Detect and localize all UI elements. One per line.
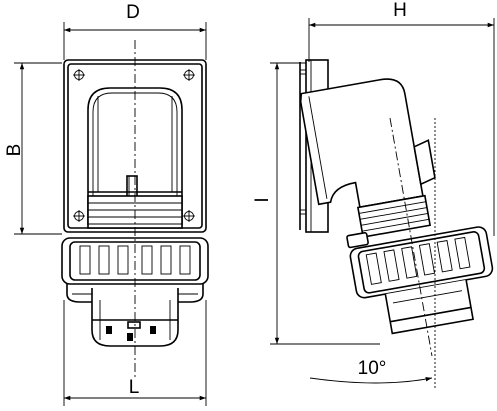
angle-label: 10° bbox=[358, 358, 387, 379]
angle-dimension: 10° bbox=[309, 358, 433, 384]
screw-icon bbox=[73, 69, 85, 81]
angled-housing bbox=[299, 78, 494, 335]
dimension-b: B bbox=[4, 62, 62, 235]
dimension-i: I bbox=[252, 62, 380, 345]
dimension-label-i: I bbox=[252, 197, 273, 202]
front-view: D B bbox=[4, 2, 209, 406]
screw-icon bbox=[73, 210, 85, 222]
dimension-label-l: L bbox=[129, 377, 140, 398]
dimension-label-d: D bbox=[126, 2, 140, 23]
side-view: H I bbox=[252, 0, 495, 388]
dimension-h: H bbox=[308, 0, 495, 236]
dimension-label-h: H bbox=[393, 0, 407, 21]
dimension-d: D bbox=[63, 2, 207, 60]
screw-icon bbox=[183, 210, 195, 222]
mounting-screw-icons bbox=[73, 69, 195, 222]
dimension-l: L bbox=[63, 300, 207, 406]
screw-icon bbox=[183, 69, 195, 81]
dimension-label-b: B bbox=[4, 144, 25, 157]
inclined-axis bbox=[389, 117, 433, 357]
